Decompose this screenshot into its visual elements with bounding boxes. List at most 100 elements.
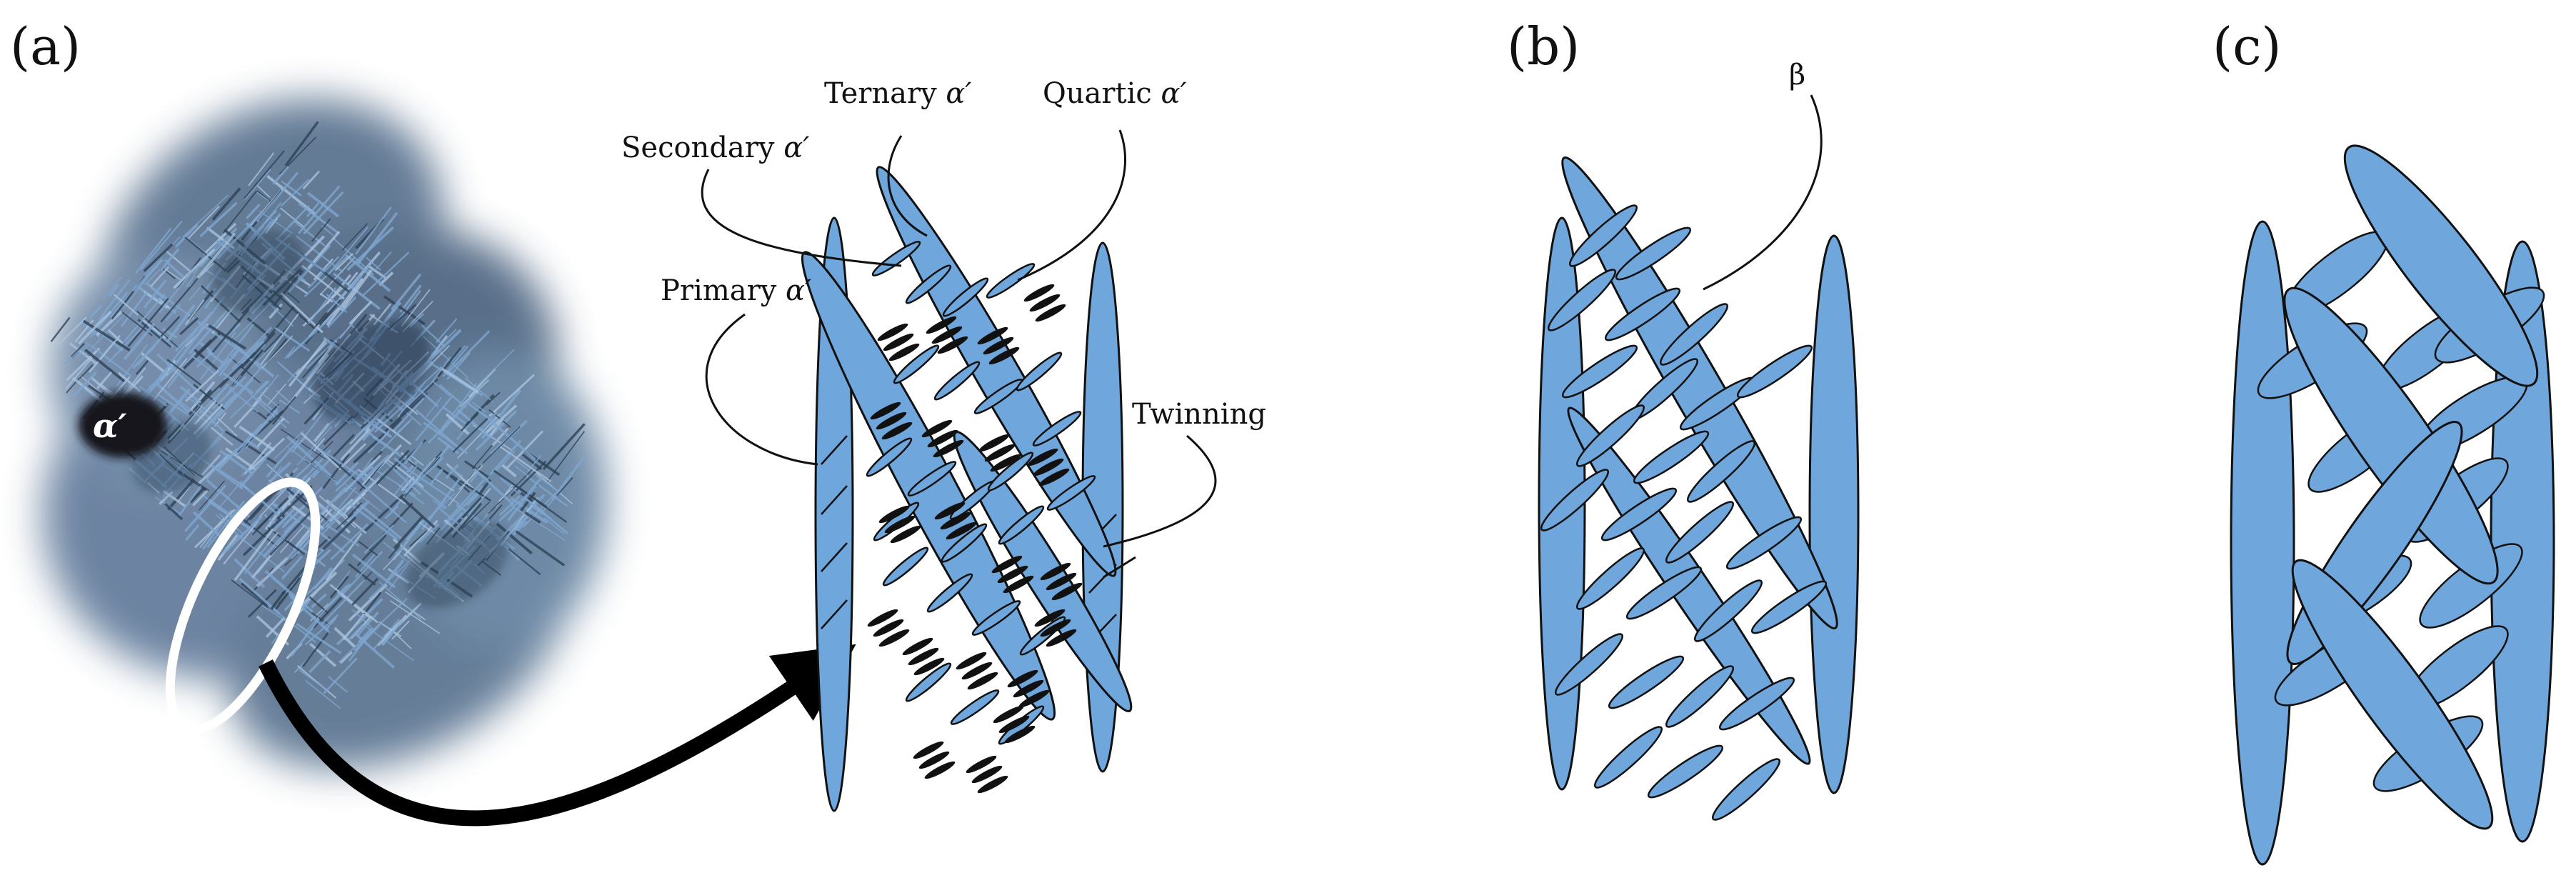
micrograph-stroke (525, 475, 568, 507)
micrograph-stroke (332, 434, 355, 457)
b-ternary-plate (1633, 430, 1710, 484)
micrograph-stroke (341, 223, 369, 251)
micrograph-stroke (261, 335, 294, 369)
micrograph-stroke (256, 171, 299, 223)
micrograph-stroke (301, 264, 345, 300)
micrograph-stroke (244, 442, 272, 475)
micrograph-stroke (143, 279, 167, 309)
micrograph-stroke (473, 468, 516, 507)
micrograph-stroke (394, 457, 409, 470)
quartic-needle (1003, 575, 1034, 594)
quartic-needle (937, 336, 968, 354)
micrograph-stroke (139, 220, 183, 271)
micrograph-stroke (361, 454, 391, 482)
micrograph-stroke (269, 509, 313, 556)
quartic-needle (1029, 294, 1061, 312)
micrograph-stroke (394, 420, 411, 436)
b-ternary-plate (1561, 344, 1638, 399)
micrograph-stroke (144, 269, 161, 286)
micrograph-stroke (363, 251, 410, 296)
quartic-needle (881, 421, 913, 440)
micrograph-stroke (301, 348, 329, 379)
micrograph-stroke (443, 479, 485, 525)
micrograph-stroke (456, 424, 468, 441)
micrograph-stroke (161, 267, 176, 280)
micrograph-stroke (303, 607, 332, 627)
micrograph-stroke (356, 501, 402, 539)
micrograph-stroke (208, 324, 246, 350)
micrograph-stroke (229, 366, 264, 403)
micrograph-stroke (418, 523, 439, 544)
micrograph-stroke (240, 349, 264, 376)
micrograph-stroke (501, 464, 517, 478)
micrograph-stroke (256, 191, 269, 201)
micrograph-stroke (351, 553, 396, 589)
micrograph-stroke (276, 389, 291, 404)
panel-label-a: (a) (10, 16, 81, 76)
quartic-needle (934, 502, 966, 520)
micrograph-stroke (511, 505, 566, 542)
micrograph-stroke (486, 391, 501, 406)
micrograph-stroke (372, 435, 407, 461)
micrograph-stroke (123, 293, 166, 343)
micrograph-stroke (400, 496, 436, 529)
ternary-plates (866, 241, 1096, 745)
micrograph-stroke (150, 266, 170, 287)
micrograph-stroke (219, 449, 253, 475)
micrograph-stroke (135, 228, 172, 274)
micrograph-stroke (499, 494, 521, 516)
micrograph-stroke (217, 378, 254, 418)
quartic-needle (977, 326, 1008, 345)
b-ternary-plate (1665, 501, 1735, 564)
micrograph-stroke (266, 439, 300, 478)
micrograph-stroke (409, 454, 424, 467)
micrograph-stroke (515, 530, 566, 567)
micrograph-stroke (521, 453, 543, 471)
b-ternary-plate (1659, 303, 1729, 366)
micrograph-stroke (491, 427, 509, 447)
micrograph-stroke (260, 391, 280, 409)
micrograph-stroke (189, 487, 206, 504)
b-ternary-plate (1554, 633, 1624, 696)
c-secondary-lath-1 (2343, 144, 2539, 387)
micrograph-stroke (311, 218, 331, 242)
quartic-needle (878, 629, 910, 647)
micrograph-stroke (332, 464, 374, 502)
micrograph-stroke (244, 545, 268, 574)
micrograph-stroke (324, 616, 337, 632)
micrograph-stroke (436, 318, 458, 344)
micrograph-stroke (302, 629, 331, 667)
micrograph-stroke (159, 272, 192, 314)
micrograph-stroke (210, 426, 234, 447)
micrograph-stroke (184, 484, 226, 532)
micrograph-stroke (202, 222, 237, 256)
ternary-plate (942, 277, 989, 317)
micrograph-stroke (324, 504, 350, 529)
micrograph-stroke (456, 409, 492, 439)
micrograph-stroke (551, 455, 586, 500)
micrograph-stroke (256, 184, 271, 198)
micrograph-stroke (399, 378, 438, 416)
micrograph-stroke (287, 447, 340, 485)
micrograph-stroke (127, 297, 169, 347)
quartic-needle (1004, 725, 1036, 744)
b-ternary-plate (1575, 547, 1645, 610)
micrograph-stroke (431, 380, 451, 396)
label-primary: Primary α′ (661, 274, 811, 307)
micrograph-stroke (326, 524, 360, 547)
micrograph-stroke (326, 499, 367, 534)
micrograph-stroke (88, 334, 121, 374)
micrograph-stroke (223, 520, 259, 565)
micrograph-stroke (223, 340, 265, 380)
micrograph-stroke (74, 319, 94, 343)
micrograph-stroke (269, 303, 283, 319)
micrograph-stroke (120, 291, 149, 327)
micrograph-stroke (484, 404, 518, 435)
micrograph-stroke (216, 214, 261, 260)
micrograph-stroke (211, 187, 241, 221)
micrograph-stroke (271, 507, 296, 533)
micrograph-stroke (340, 427, 371, 461)
micrograph-stroke (266, 404, 280, 417)
micrograph-stroke (234, 528, 274, 582)
micrograph-stroke (296, 622, 342, 654)
